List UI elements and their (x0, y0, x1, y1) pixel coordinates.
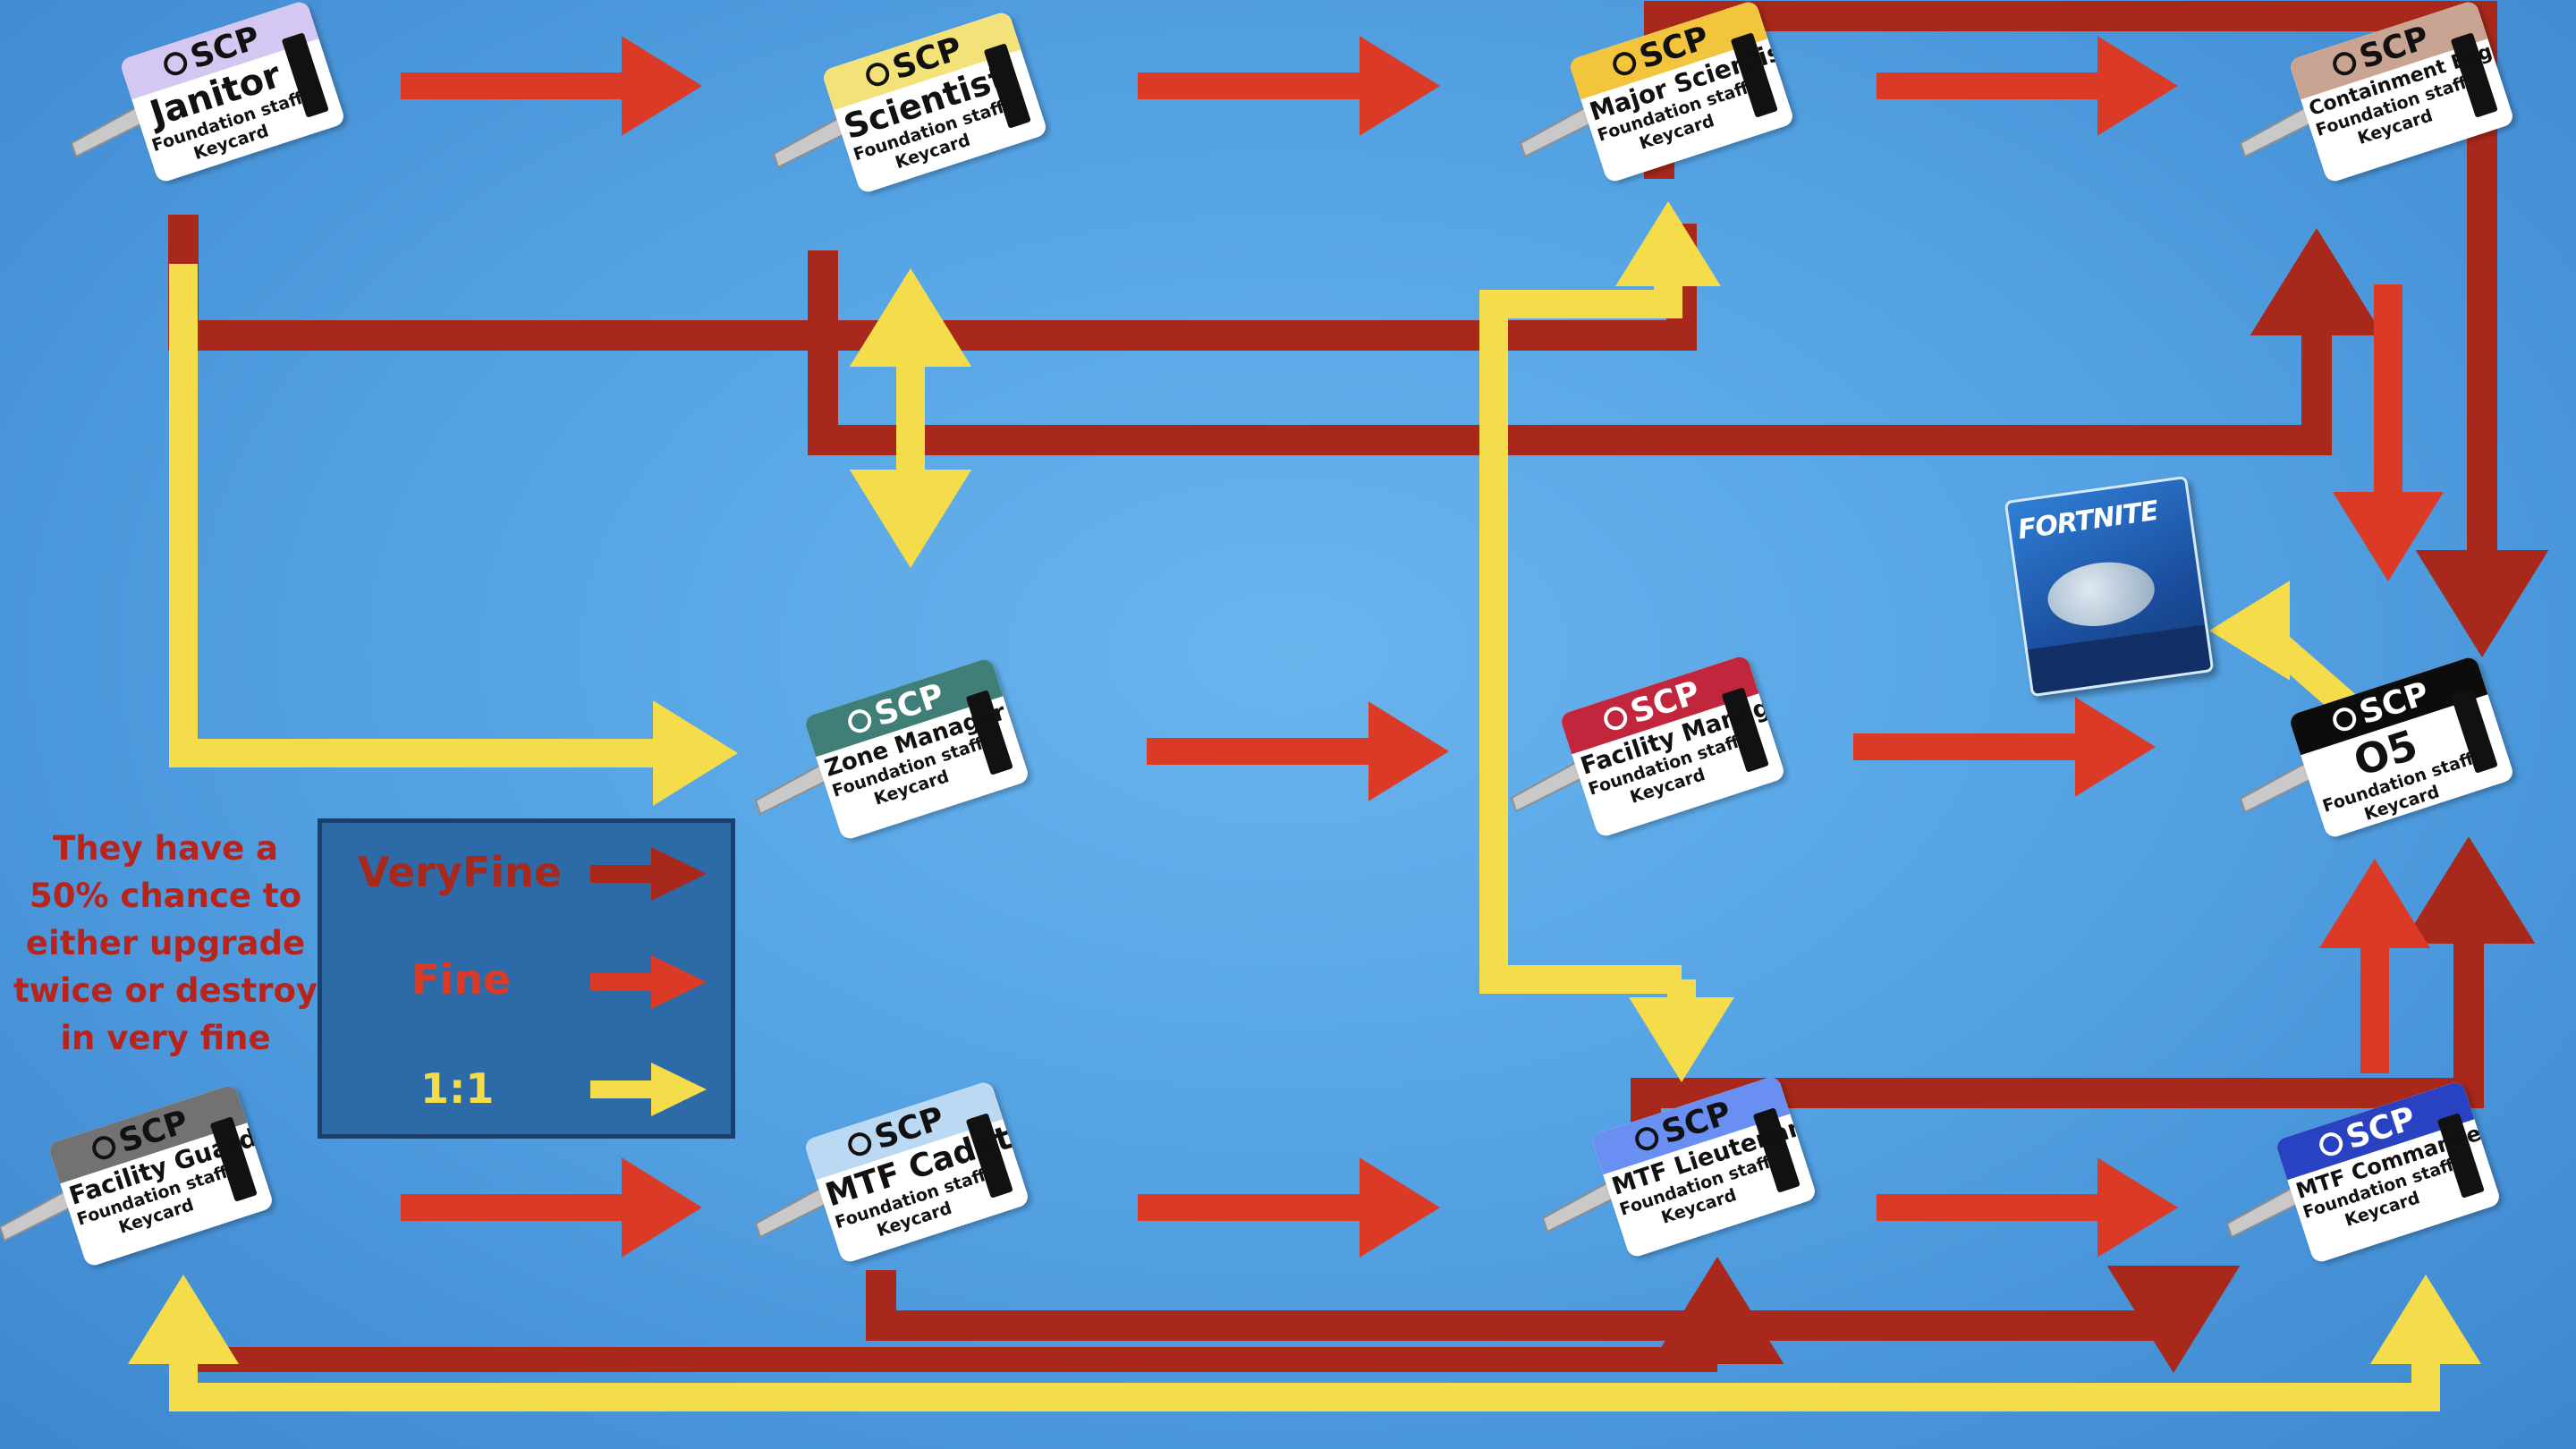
veryfine-commander-head (2106, 1266, 2241, 1373)
veryfine-scientist-to-containment (808, 250, 2332, 455)
connector-layer (128, 1, 2549, 1411)
legend-label-one-to-one: 1:1 (420, 1064, 495, 1113)
veryfine-cadet-to-commander (866, 1270, 2156, 1341)
fine-guard-to-cadet-head (622, 1157, 702, 1258)
fine-major-to-containment-shaft (1877, 72, 2115, 99)
legend-arrow-head-2 (651, 1063, 707, 1116)
fine-zone-to-facility-shaft (1147, 738, 1386, 765)
veryfine-o5-bottom-head (2402, 836, 2536, 944)
one-facility-to-lieutenant-head (1629, 997, 1734, 1082)
fine-facility-to-o5-shaft (1853, 733, 2093, 760)
veryfine-lieutenant-up-head (1650, 1257, 1784, 1364)
one-facility-to-major (1479, 268, 1682, 994)
fine-zone-to-facility-head (1368, 701, 1449, 801)
fortnite-card-image: FORTNITE (2004, 475, 2215, 698)
fine-cadet-to-lieutenant-shaft (1138, 1194, 1377, 1221)
legend-arrow-head-0 (651, 847, 707, 901)
veryfine-o5-top-head (2415, 550, 2549, 657)
legend-arrows (590, 847, 707, 1116)
one-guard-up-head (128, 1275, 239, 1364)
one-o5-to-card-head (2209, 580, 2290, 681)
vbucks-coins-graphic (2043, 555, 2159, 633)
one-commander-up-head (2370, 1275, 2481, 1364)
fine-scientist-to-major-head (1360, 36, 1440, 136)
legend-label-veryfine: VeryFine (358, 848, 563, 896)
veryfine-containment-head (2250, 228, 2384, 335)
note-text: They have a 50% chance to either upgrade… (13, 829, 318, 1057)
fine-janitor-to-scientist-head (622, 36, 702, 136)
fine-lieutenant-to-commander-shaft (1877, 1194, 2115, 1221)
one-janitor-to-zone-head (653, 700, 738, 806)
fine-scientist-to-major-shaft (1138, 72, 1377, 99)
fine-janitor-to-scientist-shaft (401, 72, 640, 99)
one-facility-to-major-head (1615, 201, 1721, 286)
fortnite-brand-text: FORTNITE (2015, 495, 2160, 547)
one-scientist-zone-down-head (849, 470, 972, 568)
legend-label-fine: Fine (411, 955, 512, 1004)
one-scientist-zone-up-head (849, 268, 972, 367)
fine-guard-to-cadet-shaft (401, 1194, 640, 1221)
legend-arrow-shaft-0 (590, 865, 653, 883)
fine-cadet-to-lieutenant-head (1360, 1157, 1440, 1258)
fine-major-to-containment-head (2097, 36, 2178, 136)
legend-arrow-shaft-2 (590, 1080, 653, 1098)
one-janitor-to-zone (169, 264, 662, 767)
fine-lieutenant-to-commander-head (2097, 1157, 2178, 1258)
legend-box: VeryFine Fine 1:1 (318, 818, 735, 1139)
fine-facility-to-o5-head (2075, 697, 2156, 797)
one-commander-guard (169, 1364, 2440, 1411)
legend-arrow-shaft-1 (590, 973, 653, 991)
fine-commander-to-o5-head (2319, 859, 2430, 948)
fine-containment-to-o5-head (2333, 492, 2444, 581)
legend-arrow-head-1 (651, 955, 707, 1009)
